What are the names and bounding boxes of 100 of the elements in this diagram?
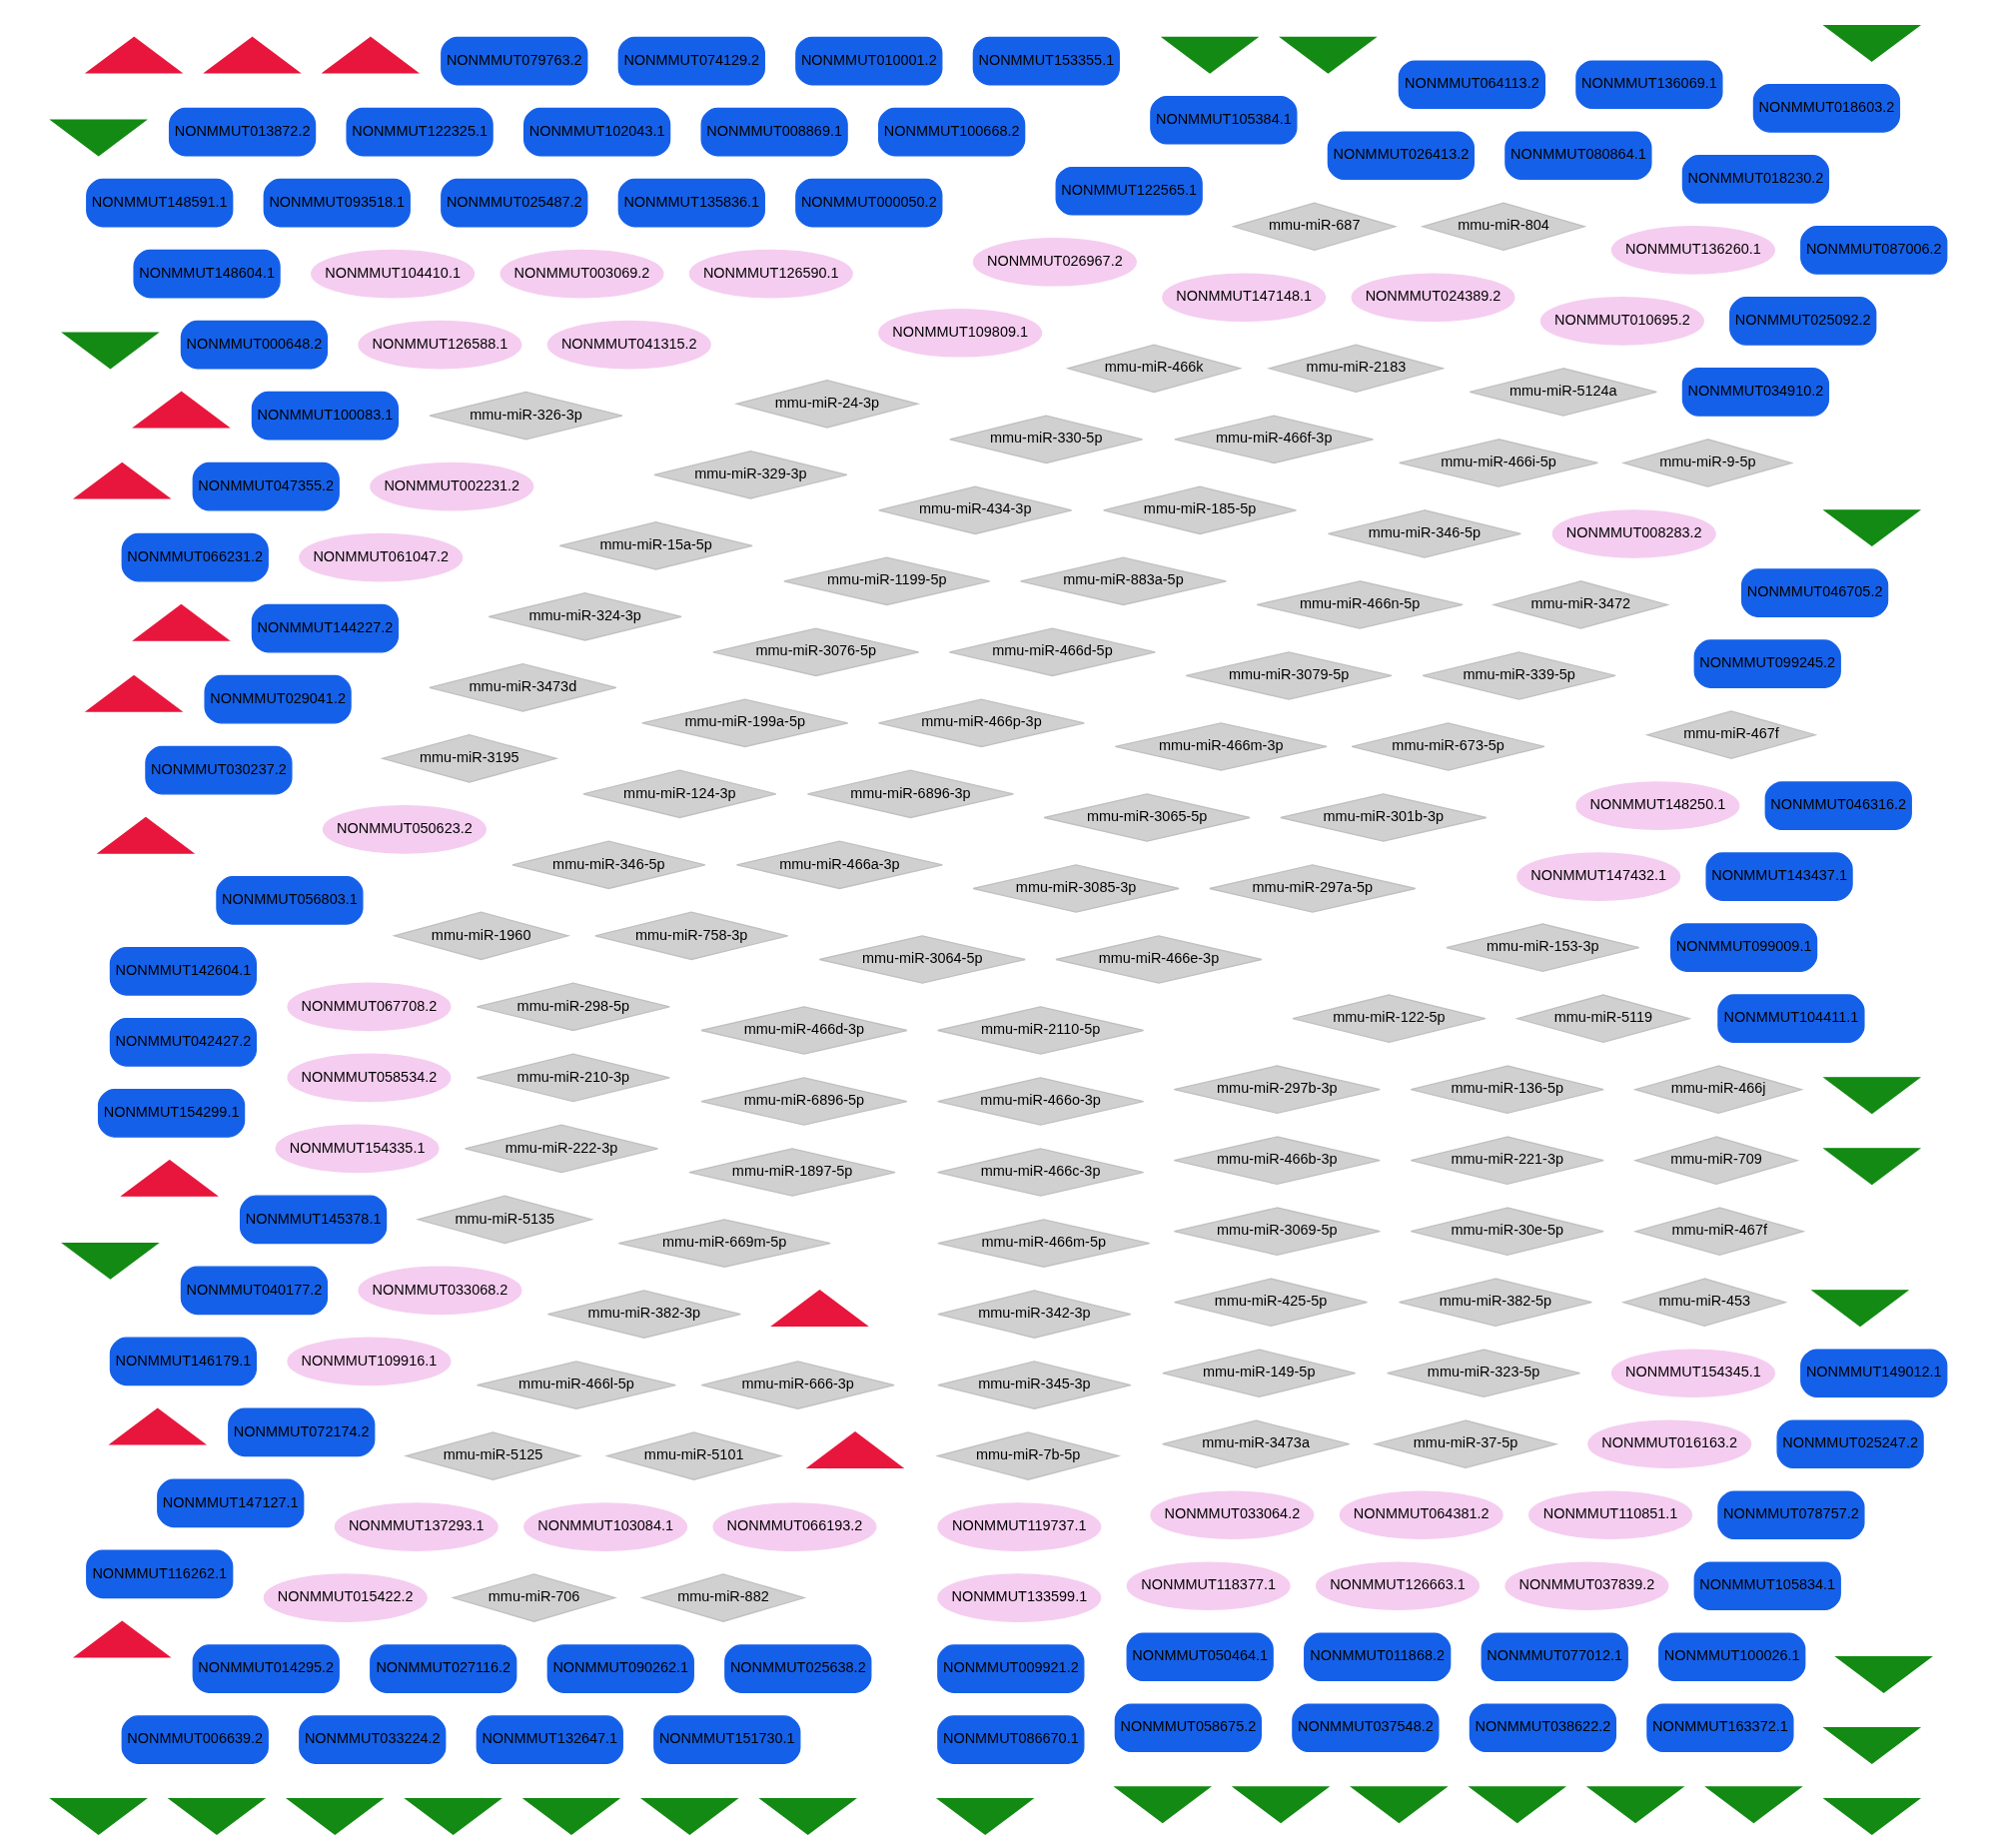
node-diamond: mmu-miR-324-3p bbox=[488, 591, 682, 641]
node-box: NONMMUT030237.2 bbox=[145, 745, 293, 795]
node-box: NONMMUT147127.1 bbox=[157, 1478, 305, 1528]
node-diamond: mmu-miR-122-5p bbox=[1292, 994, 1487, 1044]
node-ellipse: NONMMUT126663.1 bbox=[1315, 1561, 1481, 1611]
node-box: NONMMUT025092.2 bbox=[1729, 297, 1877, 346]
node-box: NONMMUT151730.1 bbox=[653, 1715, 801, 1764]
node-diamond: mmu-miR-326-3p bbox=[429, 391, 623, 441]
node-ellipse: NONMMUT136260.1 bbox=[1610, 226, 1775, 275]
node-diamond: mmu-miR-1199-5p bbox=[783, 556, 991, 606]
node-ellipse: NONMMUT024389.2 bbox=[1351, 273, 1515, 323]
node-ellipse: NONMMUT037839.2 bbox=[1504, 1561, 1669, 1611]
node-diamond: mmu-miR-882 bbox=[639, 1573, 807, 1622]
node-diamond: mmu-miR-5101 bbox=[604, 1431, 784, 1480]
node-chevron bbox=[286, 1798, 385, 1836]
node-diamond: mmu-miR-467f bbox=[1632, 1207, 1806, 1257]
node-box: NONMMUT018603.2 bbox=[1752, 84, 1901, 133]
node-diamond: mmu-miR-382-5p bbox=[1398, 1278, 1592, 1328]
node-chevron bbox=[1810, 1290, 1910, 1328]
node-diamond: mmu-miR-346-5p bbox=[1327, 509, 1521, 558]
node-diamond: mmu-miR-666-3p bbox=[700, 1361, 895, 1409]
node-diamond: mmu-miR-382-3p bbox=[546, 1290, 741, 1339]
node-box: NONMMUT144227.2 bbox=[251, 603, 400, 653]
node-box: NONMMUT135836.1 bbox=[617, 178, 765, 228]
node-chevron bbox=[640, 1798, 739, 1836]
node-ellipse: NONMMUT041315.2 bbox=[546, 320, 711, 370]
node-diamond: mmu-miR-7b-5p bbox=[935, 1431, 1122, 1480]
node-box: NONMMUT093518.1 bbox=[263, 178, 411, 228]
node-triangle bbox=[770, 1290, 869, 1328]
node-diamond: mmu-miR-298-5p bbox=[476, 982, 670, 1032]
node-ellipse: NONMMUT010695.2 bbox=[1539, 297, 1704, 346]
node-diamond: mmu-miR-466k bbox=[1065, 344, 1243, 394]
node-ellipse: NONMMUT015422.2 bbox=[263, 1573, 428, 1622]
node-box: NONMMUT102043.1 bbox=[523, 107, 671, 157]
node-chevron bbox=[1113, 1786, 1212, 1824]
node-box: NONMMUT058675.2 bbox=[1114, 1703, 1262, 1753]
node-box: NONMMUT148604.1 bbox=[133, 249, 281, 299]
node-box: NONMMUT025247.2 bbox=[1776, 1419, 1924, 1469]
node-box: NONMMUT099009.1 bbox=[1669, 923, 1818, 972]
node-box: NONMMUT040177.2 bbox=[180, 1266, 329, 1316]
node-box: NONMMUT046316.2 bbox=[1764, 781, 1912, 830]
node-box: NONMMUT008869.1 bbox=[700, 107, 848, 157]
node-triangle bbox=[72, 1620, 172, 1658]
node-ellipse: NONMMUT118377.1 bbox=[1126, 1561, 1291, 1611]
node-box: NONMMUT086670.1 bbox=[937, 1715, 1085, 1764]
node-diamond: mmu-miR-5125 bbox=[404, 1431, 582, 1480]
node-box: NONMMUT011868.2 bbox=[1304, 1632, 1452, 1682]
node-diamond: mmu-miR-342-3p bbox=[937, 1290, 1132, 1339]
node-diamond: mmu-miR-149-5p bbox=[1162, 1349, 1357, 1398]
node-chevron bbox=[49, 1798, 148, 1836]
node-chevron bbox=[1822, 509, 1922, 547]
node-box: NONMMUT146179.1 bbox=[109, 1337, 258, 1386]
node-ellipse: NONMMUT033064.2 bbox=[1150, 1490, 1315, 1540]
node-diamond: mmu-miR-153-3p bbox=[1446, 923, 1640, 972]
node-ellipse: NONMMUT154335.1 bbox=[275, 1124, 440, 1174]
node-diamond: mmu-miR-323-5p bbox=[1387, 1349, 1581, 1398]
node-diamond: mmu-miR-5135 bbox=[415, 1195, 594, 1245]
node-diamond: mmu-miR-30e-5p bbox=[1410, 1207, 1604, 1257]
node-chevron bbox=[1704, 1786, 1803, 1824]
node-box: NONMMUT132647.1 bbox=[476, 1715, 623, 1764]
node-diamond: mmu-miR-466i-5p bbox=[1399, 439, 1599, 487]
node-chevron bbox=[61, 332, 160, 370]
node-ellipse: NONMMUT147148.1 bbox=[1162, 273, 1327, 323]
node-ellipse: NONMMUT126588.1 bbox=[358, 320, 522, 370]
node-chevron bbox=[1822, 1798, 1922, 1836]
node-diamond: mmu-miR-466d-5p bbox=[948, 627, 1157, 677]
node-diamond: mmu-miR-2110-5p bbox=[937, 1006, 1145, 1055]
node-ellipse: NONMMUT061047.2 bbox=[299, 532, 464, 582]
node-diamond: mmu-miR-15a-5p bbox=[558, 520, 753, 570]
node-chevron bbox=[1822, 1727, 1922, 1765]
node-diamond: mmu-miR-330-5p bbox=[949, 415, 1144, 464]
node-diamond: mmu-miR-687 bbox=[1231, 202, 1399, 252]
node-diamond: mmu-miR-3473d bbox=[429, 662, 617, 712]
node-box: NONMMUT077012.1 bbox=[1481, 1632, 1628, 1682]
node-diamond: mmu-miR-9-5p bbox=[1620, 439, 1794, 487]
node-diamond: mmu-miR-210-3p bbox=[476, 1053, 670, 1103]
node-ellipse: NONMMUT050623.2 bbox=[322, 805, 487, 854]
node-diamond: mmu-miR-3069-5p bbox=[1173, 1207, 1381, 1257]
node-box: NONMMUT100026.1 bbox=[1658, 1632, 1806, 1682]
node-diamond: mmu-miR-425-5p bbox=[1174, 1278, 1369, 1328]
node-triangle bbox=[120, 1159, 219, 1197]
node-box: NONMMUT104411.1 bbox=[1717, 994, 1865, 1043]
node-diamond: mmu-miR-466l-5p bbox=[476, 1361, 676, 1409]
node-ellipse: NONMMUT154345.1 bbox=[1610, 1349, 1775, 1398]
node-diamond: mmu-miR-3195 bbox=[380, 733, 559, 783]
node-box: NONMMUT050464.1 bbox=[1126, 1632, 1274, 1682]
node-box: NONMMUT148591.1 bbox=[86, 178, 234, 228]
node-box: NONMMUT025638.2 bbox=[724, 1644, 872, 1693]
node-diamond: mmu-miR-3064-5p bbox=[818, 935, 1026, 984]
node-chevron bbox=[49, 119, 148, 157]
node-box: NONMMUT145378.1 bbox=[239, 1195, 388, 1245]
node-box: NONMMUT037548.2 bbox=[1292, 1703, 1440, 1753]
node-chevron bbox=[1822, 1148, 1922, 1186]
node-box: NONMMUT143437.1 bbox=[1705, 852, 1853, 901]
node-triangle bbox=[132, 603, 231, 641]
node-triangle bbox=[108, 1407, 208, 1445]
node-ellipse: NONMMUT066193.2 bbox=[712, 1502, 877, 1551]
node-box: NONMMUT027116.2 bbox=[370, 1644, 517, 1693]
node-chevron bbox=[1350, 1786, 1449, 1824]
node-ellipse: NONMMUT133599.1 bbox=[937, 1573, 1102, 1622]
